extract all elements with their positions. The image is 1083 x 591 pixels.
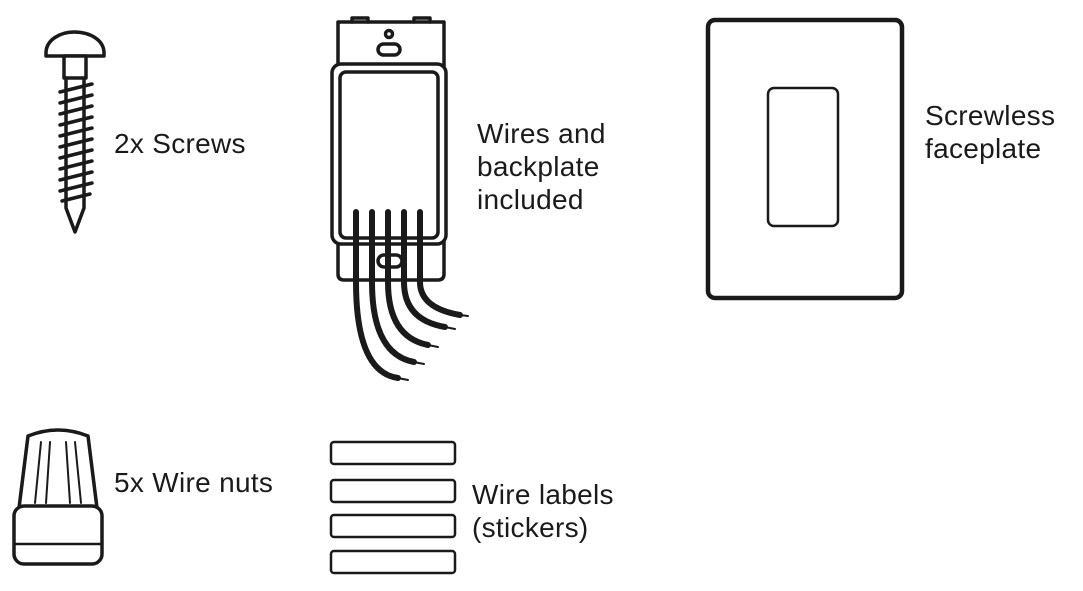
wire-nut-icon	[12, 428, 104, 566]
smart-switch-icon	[330, 16, 469, 381]
wire-labels-label: Wire labels (stickers)	[472, 479, 614, 543]
wire-label-sticker-icon	[329, 440, 457, 575]
screws-label: 2x Screws	[114, 128, 246, 159]
faceplate-label: Screwless faceplate	[925, 100, 1056, 164]
faceplate-icon	[705, 17, 905, 301]
switch-label: Wires and backplate included	[477, 118, 606, 215]
wire-nuts-label: 5x Wire nuts	[114, 467, 274, 498]
wire-tips	[397, 314, 469, 381]
screw-icon	[44, 30, 106, 234]
wire-bundle	[353, 209, 463, 381]
